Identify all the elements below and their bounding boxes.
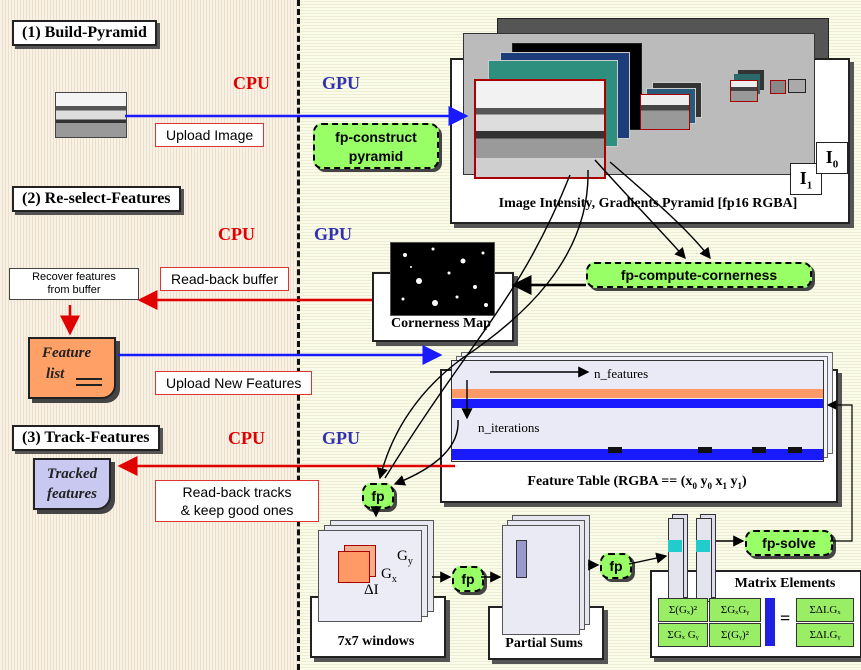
- feature-table-grid: [451, 360, 824, 462]
- cpu-label-track: CPU: [228, 428, 265, 448]
- cpu-label-build: CPU: [233, 73, 270, 93]
- cpu-label-reselect: CPU: [218, 224, 255, 244]
- pyramid-base-image: [474, 79, 606, 179]
- partial-sums-caption: Partial Sums: [505, 636, 583, 651]
- gx-label: Gx: [381, 566, 397, 585]
- gpu-label-track: GPU: [322, 428, 360, 448]
- gpu-label-reselect: GPU: [314, 224, 352, 244]
- fp-partial-sums: fp: [452, 566, 484, 592]
- pyramid-to-fp-curve-1: [376, 169, 589, 480]
- recover-features-note: Recover features from buffer: [9, 268, 139, 300]
- solve-to-table-arrow: [826, 400, 853, 542]
- matrix-cell-21: ΣGₓ Gᵧ: [658, 623, 708, 647]
- upload-features-label: Upload New Features: [155, 371, 313, 395]
- matrix-title: Matrix Elements: [734, 576, 836, 591]
- cornerness-caption: Cornerness Map: [391, 316, 491, 331]
- matrix-cell-11: Σ(Gₓ)²: [658, 598, 708, 622]
- section-track-features: (3) Track-Features: [12, 425, 160, 451]
- pyramid-caption: Image Intensity, Gradients Pyramid [fp16…: [498, 196, 798, 211]
- feature-list-doc: Feature list: [28, 337, 116, 399]
- matrix-rhs-2: ΣΔI.Gᵧ: [796, 623, 854, 647]
- pyramid-to-cornerness-arrow-1: [594, 159, 686, 260]
- readback-buffer-label: Read-back buffer: [160, 267, 290, 291]
- upload-image-label: Upload Image: [155, 123, 265, 147]
- fp-solve: fp-solve: [745, 530, 833, 556]
- matrix-rhs-1: ΣΔI.Gₓ: [796, 598, 854, 622]
- matrix-equals: =: [780, 608, 791, 628]
- fp-windows: fp: [362, 483, 394, 509]
- n-iterations-label: n_iterations: [478, 420, 540, 435]
- cornerness-dots: [401, 247, 488, 307]
- delta-i-label: ΔI: [364, 582, 379, 598]
- matrix-vector-bar: [765, 598, 775, 646]
- gpu-label-build: GPU: [322, 73, 360, 93]
- windows-caption: 7x7 windows: [337, 634, 415, 649]
- fp-matrix: fp: [600, 553, 632, 579]
- pyramid-level-0: I0: [816, 142, 848, 174]
- matrix-cell-22: Σ(Gᵧ)²: [709, 623, 761, 647]
- section-reselect-features: (2) Re-select-Features: [12, 186, 181, 212]
- section-build-pyramid: (1) Build-Pyramid: [12, 20, 157, 46]
- pyramid-to-fp-curve-2: [384, 174, 571, 479]
- pyramid-to-cornerness-arrow-2: [609, 161, 711, 260]
- table-to-fp-curve: [393, 419, 459, 486]
- fp-compute-cornerness: fp-compute-cornerness: [586, 262, 812, 288]
- gy-label: Gy: [397, 548, 413, 567]
- tracked-features-doc: Tracked features: [33, 458, 111, 510]
- matrix-cell-12: ΣGₓGᵧ: [709, 598, 761, 622]
- readback-tracks-label: Read-back tracks & keep good ones: [155, 480, 319, 522]
- cpu-gpu-divider: [297, 0, 300, 670]
- cornerness-image: [390, 242, 495, 316]
- feature-table-caption: Feature Table (RGBA == (x0 y0 x1 y1): [527, 474, 747, 491]
- fp-to-matrix-arrow: [628, 552, 668, 565]
- n-features-label: n_features: [594, 366, 649, 381]
- input-image-thumbnail: [55, 92, 127, 138]
- fp-construct-pyramid: fp-construct pyramid: [313, 123, 439, 169]
